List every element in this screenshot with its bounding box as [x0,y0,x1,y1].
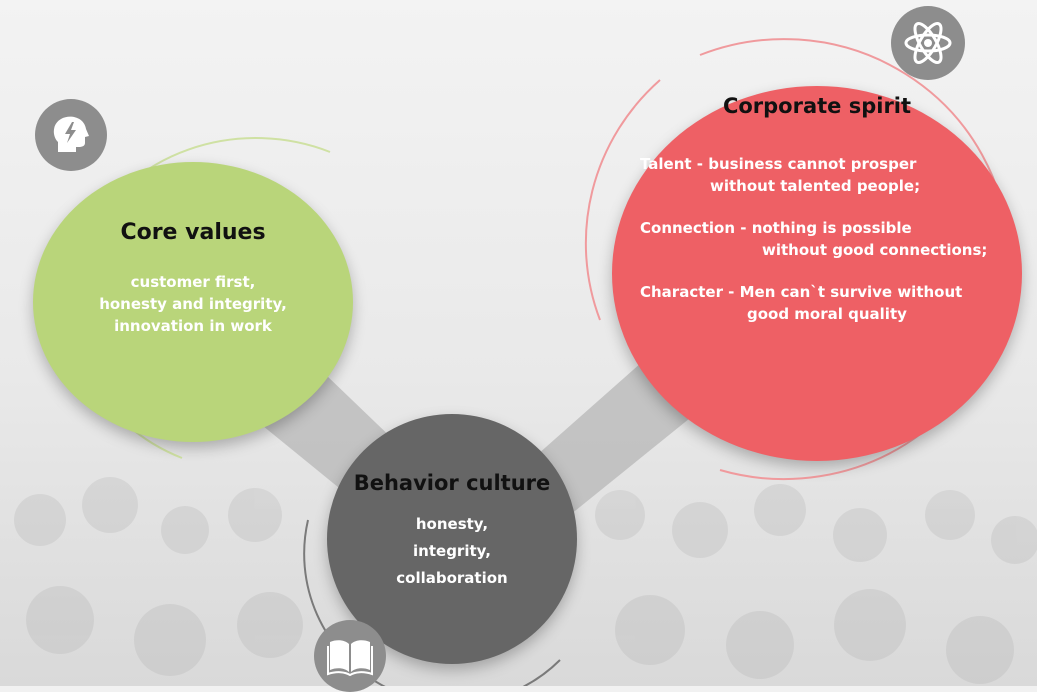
spirit-paragraph: Talent - business cannot prosper without… [612,153,1022,197]
core-values-title: Core values [120,220,266,245]
core-values-line: honesty and integrity, [99,295,287,313]
spirit-line: Connection - nothing is possible [640,219,912,237]
spirit-line: without talented people; [710,177,921,195]
corporate-spirit-circle: Corporate spirit Talent - business canno… [612,86,1022,461]
core-values-circle: Core values customer first, honesty and … [33,162,353,442]
spirit-paragraph: Character - Men can`t survive without go… [612,281,1022,325]
book-icon [314,620,386,692]
behavior-culture-line: integrity, [413,542,491,560]
spirit-line: without good connections; [762,241,988,259]
audience-silhouettes [14,477,1037,684]
spirit-line: Character - Men can`t survive without [640,283,963,301]
spirit-paragraph: Connection - nothing is possible without… [612,217,1022,261]
behavior-culture-line: collaboration [396,569,508,587]
spirit-line: good moral quality [747,305,907,323]
behavior-culture-circle: Behavior culture honesty, integrity, col… [327,414,577,664]
behavior-culture-title: Behavior culture [353,471,551,495]
lightbulb-head-icon [35,99,107,171]
behavior-culture-ring [303,519,561,686]
spirit-line: Talent - business cannot prosper [640,155,917,173]
behavior-culture-line: honesty, [415,515,489,533]
core-values-line: innovation in work [114,317,272,335]
corporate-spirit-title: Corporate spirit [722,94,912,118]
atom-icon [891,6,965,80]
core-values-line: customer first, [130,273,256,291]
